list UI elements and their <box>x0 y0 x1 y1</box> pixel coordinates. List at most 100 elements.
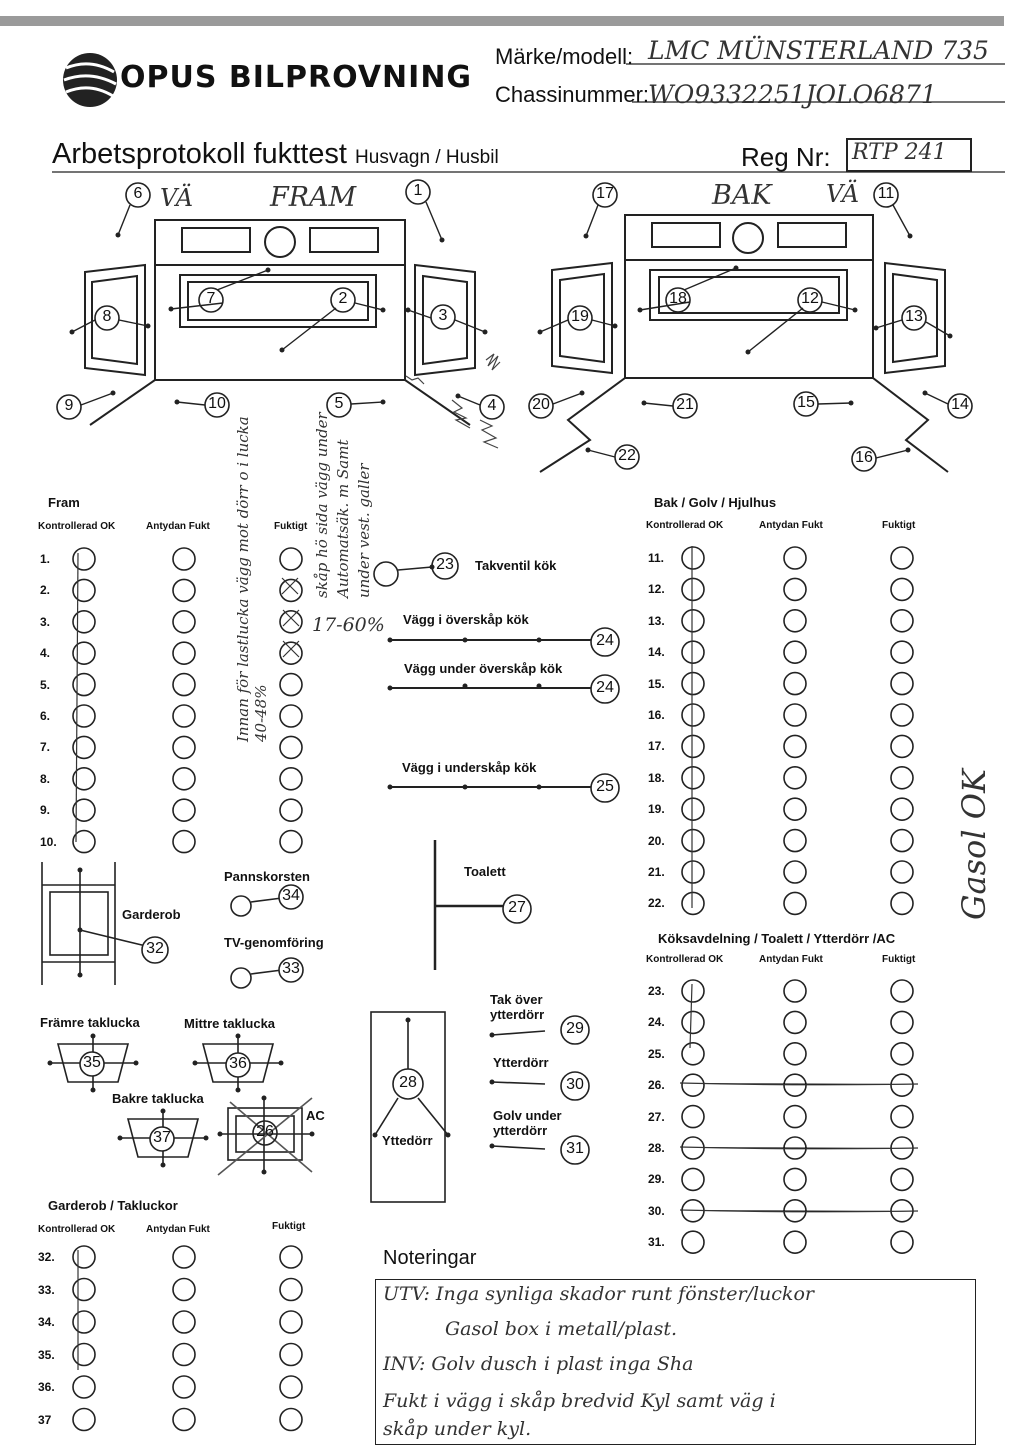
checkbox-circle[interactable] <box>72 578 96 603</box>
checkbox-circle[interactable] <box>72 609 96 634</box>
checkbox-circle[interactable] <box>681 797 705 822</box>
checkbox-circle[interactable] <box>72 641 96 666</box>
checkbox-circle[interactable] <box>72 1375 96 1399</box>
checkbox-circle[interactable] <box>172 829 196 854</box>
checkbox-circle[interactable] <box>783 1042 807 1066</box>
checkbox-circle[interactable] <box>681 979 705 1003</box>
checkbox-circle[interactable] <box>783 860 807 884</box>
checkbox-circle[interactable] <box>681 734 705 759</box>
notes-box[interactable] <box>375 1279 976 1445</box>
checkbox-circle[interactable] <box>681 640 705 665</box>
checkbox-circle[interactable] <box>279 829 303 854</box>
checkbox-circle[interactable] <box>172 1310 196 1334</box>
checkbox-circle[interactable] <box>72 766 96 791</box>
checkbox-circle[interactable] <box>72 829 96 854</box>
checkbox-circle[interactable] <box>783 640 807 665</box>
checkbox-circle[interactable] <box>890 979 914 1003</box>
checkbox-circle[interactable] <box>172 798 196 823</box>
checkbox-circle[interactable] <box>279 1375 303 1399</box>
checkbox-circle[interactable] <box>783 891 807 916</box>
checkbox-circle[interactable] <box>279 766 303 791</box>
checkbox-circle[interactable] <box>172 1375 196 1399</box>
checkbox-circle[interactable] <box>279 672 303 697</box>
checkbox-circle[interactable] <box>681 828 705 853</box>
checkbox-circle[interactable] <box>72 547 96 571</box>
checkbox-circle[interactable] <box>783 979 807 1003</box>
checkbox-circle[interactable] <box>783 1010 807 1035</box>
checkbox-circle[interactable] <box>890 1042 914 1066</box>
checkbox-circle[interactable] <box>890 577 914 602</box>
checkbox-circle[interactable] <box>890 891 914 916</box>
checkbox-circle[interactable] <box>890 671 914 696</box>
checkbox-circle[interactable] <box>279 578 303 603</box>
checkbox-circle[interactable] <box>172 641 196 666</box>
checkbox-circle[interactable] <box>72 735 96 760</box>
checkbox-circle[interactable] <box>72 1342 96 1367</box>
checkbox-circle[interactable] <box>681 546 705 570</box>
checkbox-circle[interactable] <box>681 608 705 633</box>
checkbox-circle[interactable] <box>72 1277 96 1302</box>
checkbox-circle[interactable] <box>681 860 705 884</box>
checkbox-circle[interactable] <box>172 1407 196 1432</box>
checkbox-circle[interactable] <box>783 1104 807 1129</box>
checkbox-circle[interactable] <box>279 1407 303 1432</box>
checkbox-circle[interactable] <box>172 578 196 603</box>
checkbox-circle[interactable] <box>279 1342 303 1367</box>
checkbox-circle[interactable] <box>890 546 914 570</box>
checkbox-circle[interactable] <box>783 734 807 759</box>
checkbox-circle[interactable] <box>890 1010 914 1035</box>
checkbox-circle[interactable] <box>681 1042 705 1066</box>
checkbox-circle[interactable] <box>681 1167 705 1192</box>
checkbox-circle[interactable] <box>279 798 303 823</box>
checkbox-circle[interactable] <box>783 671 807 696</box>
chassis-value[interactable]: WO9332251JOLO6871 <box>648 80 937 109</box>
checkbox-circle[interactable] <box>890 608 914 633</box>
checkbox-circle[interactable] <box>72 1245 96 1269</box>
checkbox-circle[interactable] <box>172 672 196 697</box>
checkbox-circle[interactable] <box>890 1230 914 1254</box>
checkbox-circle[interactable] <box>172 1342 196 1367</box>
checkbox-circle[interactable] <box>783 828 807 853</box>
checkbox-circle[interactable] <box>890 703 914 727</box>
checkbox-circle[interactable] <box>279 1245 303 1269</box>
checkbox-circle[interactable] <box>783 546 807 570</box>
checkbox-circle[interactable] <box>72 704 96 728</box>
checkbox-circle[interactable] <box>890 1104 914 1129</box>
checkbox-circle[interactable] <box>783 703 807 727</box>
checkbox-circle[interactable] <box>172 1245 196 1269</box>
checkbox-circle[interactable] <box>172 547 196 571</box>
checkbox-circle[interactable] <box>890 1167 914 1192</box>
checkbox-circle[interactable] <box>890 797 914 822</box>
checkbox-circle[interactable] <box>681 1073 705 1097</box>
checkbox-circle[interactable] <box>783 1167 807 1192</box>
checkbox-circle[interactable] <box>890 1073 914 1097</box>
checkbox-circle[interactable] <box>279 735 303 760</box>
checkbox-circle[interactable] <box>172 704 196 728</box>
checkbox-circle[interactable] <box>681 1104 705 1129</box>
checkbox-circle[interactable] <box>783 765 807 790</box>
checkbox-circle[interactable] <box>681 1230 705 1254</box>
checkbox-circle[interactable] <box>890 640 914 665</box>
checkbox-circle[interactable] <box>72 1310 96 1334</box>
checkbox-circle[interactable] <box>783 608 807 633</box>
checkbox-circle[interactable] <box>279 704 303 728</box>
checkbox-circle[interactable] <box>279 547 303 571</box>
checkbox-circle[interactable] <box>172 609 196 634</box>
checkbox-circle[interactable] <box>172 1277 196 1302</box>
checkbox-circle[interactable] <box>72 672 96 697</box>
checkbox-circle[interactable] <box>681 891 705 916</box>
checkbox-circle[interactable] <box>279 1310 303 1334</box>
checkbox-circle[interactable] <box>783 1230 807 1254</box>
checkbox-circle[interactable] <box>279 1277 303 1302</box>
checkbox-circle[interactable] <box>890 828 914 853</box>
checkbox-circle[interactable] <box>681 671 705 696</box>
checkbox-circle[interactable] <box>72 798 96 823</box>
checkbox-circle[interactable] <box>72 1407 96 1432</box>
checkbox-circle[interactable] <box>172 735 196 760</box>
make-model-value[interactable]: LMC MÜNSTERLAND 735 <box>648 36 989 65</box>
regnr-field[interactable] <box>846 138 972 172</box>
checkbox-circle[interactable] <box>890 734 914 759</box>
checkbox-circle[interactable] <box>279 641 303 666</box>
checkbox-circle[interactable] <box>279 609 303 634</box>
checkbox-circle[interactable] <box>681 1010 705 1035</box>
